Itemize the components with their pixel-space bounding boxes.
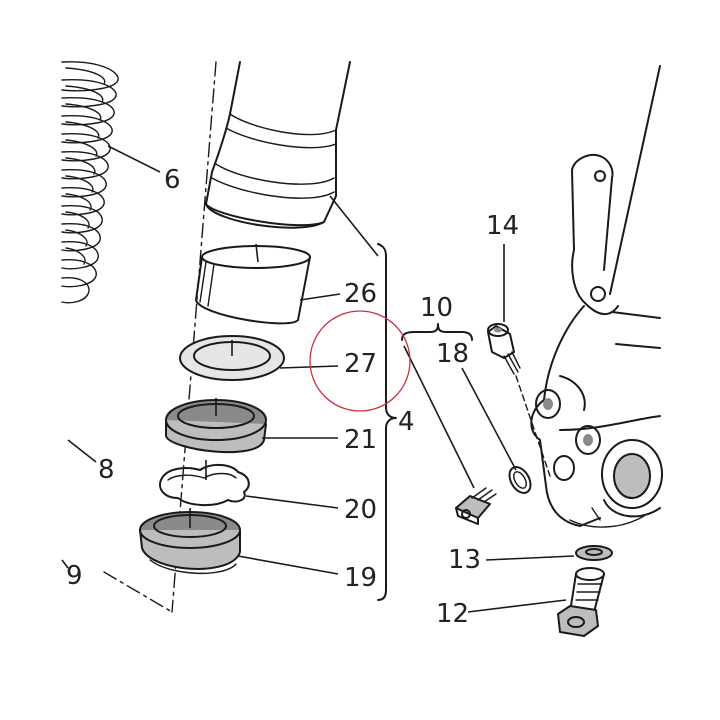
banjo-bolt-part-12	[467, 567, 605, 637]
fork-tube	[205, 61, 379, 257]
fork-lower-caliper	[515, 65, 663, 528]
callout-18: 18	[436, 339, 469, 369]
callout-labels: 6 8 9 26 27 21 20 19 4 10 18 14 13 12	[66, 165, 519, 629]
screw-part-14	[487, 244, 521, 375]
callout-13: 13	[448, 545, 481, 575]
washer-part-13	[485, 545, 613, 561]
callout-12: 12	[436, 599, 469, 629]
clip-part-20	[159, 460, 339, 509]
callout-6: 6	[164, 165, 181, 195]
callout-8: 8	[98, 455, 115, 485]
callout-21: 21	[344, 425, 377, 455]
callout-19: 19	[344, 563, 377, 593]
o-ring-part-18	[508, 466, 532, 494]
callout-27: 27	[344, 349, 377, 379]
callout-4: 4	[398, 407, 415, 437]
bracket-group-4	[377, 243, 397, 601]
callout-10: 10	[420, 293, 453, 323]
callout-20: 20	[344, 495, 377, 525]
callout-14: 14	[486, 211, 519, 241]
brace-group-10	[401, 323, 517, 489]
bleed-screw	[455, 487, 497, 525]
seal-part-21	[165, 398, 338, 454]
dust-seal-part-19	[139, 508, 339, 575]
highlight-circle	[309, 310, 411, 412]
washer-part-27	[179, 335, 339, 381]
spring-part-6	[61, 61, 161, 304]
callout-9: 9	[66, 561, 83, 591]
bushing-part-26	[195, 243, 341, 325]
callout-26: 26	[344, 279, 377, 309]
